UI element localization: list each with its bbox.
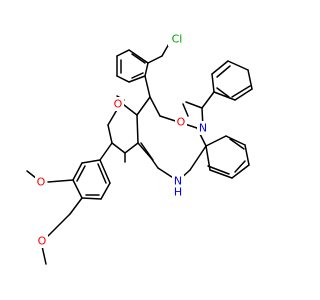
bond-63: [231, 85, 251, 98]
bond-28: [244, 144, 250, 166]
bond-37: [227, 60, 249, 71]
bond-0: [116, 49, 130, 57]
bond-38: [247, 69, 253, 90]
bond-58: [140, 142, 154, 161]
bond-57: [182, 103, 189, 117]
bond-18: [137, 142, 152, 159]
atom-n-amine: N: [174, 175, 182, 188]
molecule-structure: Cl O O N N H O O: [26, 32, 253, 265]
bond-65: [76, 165, 86, 182]
bond-22: [189, 145, 207, 171]
bond-33: [185, 101, 203, 109]
bond-67: [97, 163, 107, 184]
bond-29: [231, 164, 250, 179]
bond-13: [136, 114, 139, 144]
bond-6: [147, 55, 163, 64]
bond-layer: [26, 41, 253, 265]
atom-o-ketone: O: [114, 98, 123, 111]
bond-16: [107, 124, 113, 144]
atom-o-methoxy-bottom: O: [38, 235, 47, 248]
bond-8: [144, 75, 151, 98]
bond-4: [144, 62, 149, 77]
bond-5: [128, 49, 149, 64]
bond-36: [211, 60, 229, 75]
bond-10: [136, 96, 151, 116]
atom-label-layer: Cl O O N N H O O: [35, 32, 209, 248]
bond-62: [216, 65, 231, 78]
bond-2: [116, 75, 130, 83]
bond-30: [209, 169, 233, 179]
atom-cl: Cl: [172, 33, 183, 46]
bond-46: [100, 182, 111, 200]
bond-64: [216, 87, 230, 98]
bond-35: [211, 73, 215, 93]
bond-14: [124, 142, 139, 154]
bond-3: [128, 75, 146, 83]
bond-45: [81, 197, 102, 200]
atom-o-benzoyl: O: [177, 116, 186, 129]
bond-27: [225, 135, 246, 146]
atom-n-amide: N: [199, 122, 207, 135]
bond-15: [111, 142, 126, 154]
bond-61: [234, 160, 246, 173]
bond-48: [47, 179, 74, 183]
bond-50: [69, 197, 83, 215]
bond-55: [131, 53, 146, 64]
bond-41: [99, 142, 113, 161]
atom-o-methoxy-top: O: [37, 176, 46, 189]
bond-52: [41, 245, 47, 265]
bond-39: [234, 88, 253, 101]
bond-43: [72, 162, 83, 181]
atom-h-amine: H: [174, 186, 182, 199]
bond-9: [149, 96, 161, 117]
bond-11: [123, 104, 138, 116]
bond-44: [72, 179, 83, 199]
bond-51: [47, 213, 71, 237]
bond-54: [131, 72, 144, 79]
bond-42: [81, 159, 101, 164]
bond-40: [213, 91, 236, 101]
bond-26: [205, 135, 227, 147]
bond-59: [207, 165, 230, 175]
bond-34: [201, 91, 215, 109]
bond-60: [229, 138, 245, 150]
bond-47: [99, 159, 111, 184]
